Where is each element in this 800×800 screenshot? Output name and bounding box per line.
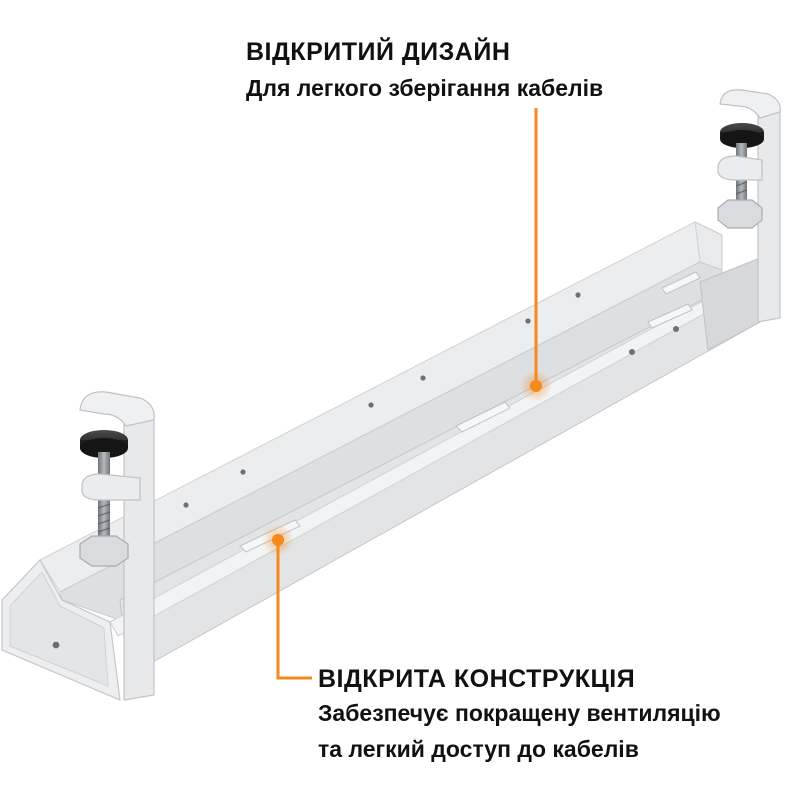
callout-title: ВІДКРИТИЙ ДИЗАЙН bbox=[246, 38, 511, 66]
callout-open-construction: ВІДКРИТА КОНСТРУКЦІЯ Забезпечує покращен… bbox=[318, 664, 721, 766]
highlight-dot-top bbox=[520, 370, 552, 402]
left-clamp bbox=[79, 391, 155, 701]
cable-tray bbox=[1, 221, 763, 701]
highlight-dot-bottom bbox=[262, 524, 294, 556]
clamp-nut bbox=[717, 199, 763, 229]
clamp-nut bbox=[79, 535, 129, 567]
tray-left-end-inner bbox=[9, 571, 109, 687]
tray-slot bbox=[455, 401, 511, 433]
tray-floor bbox=[59, 261, 723, 621]
tray-slot bbox=[647, 303, 693, 329]
callout-title: ВІДКРИТА КОНСТРУКЦІЯ bbox=[318, 665, 636, 693]
callout-open-design: ВІДКРИТИЙ ДИЗАЙН Для легкого зберігання … bbox=[246, 37, 603, 105]
right-clamp bbox=[717, 89, 781, 323]
callout-description-line-2: та легкий доступ до кабелів bbox=[318, 736, 639, 762]
tray-holes bbox=[52, 292, 679, 649]
tray-front-lip bbox=[109, 269, 763, 637]
callout-description-line-1: Забезпечує покращену вентиляцію bbox=[318, 700, 721, 726]
tray-slot bbox=[661, 271, 701, 295]
callout-description: Для легкого зберігання кабелів bbox=[246, 75, 604, 101]
leader-line-bottom bbox=[276, 540, 312, 680]
